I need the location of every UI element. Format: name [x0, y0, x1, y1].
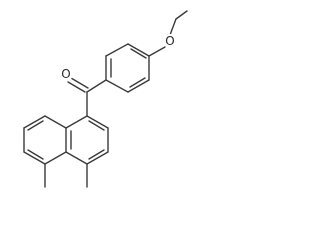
- bond-na-c5-c4a: [44, 151, 67, 165]
- bond-na-c8a-c8: [44, 115, 67, 129]
- bond-ph-6-1: [105, 79, 129, 93]
- bond-na-a-inner-2: [88, 149, 105, 160]
- bond-ph-5-6: [127, 79, 150, 93]
- naphthalene-ring-b: [23, 115, 67, 165]
- bond-na-a-inner-1: [88, 120, 105, 131]
- chemical-structure-diagram: O O: [23, 10, 188, 188]
- bond-na-c8-c7: [23, 115, 46, 129]
- bond-carbonyl-double-1: [67, 81, 86, 93]
- methoxyphenyl-ring: [105, 43, 150, 93]
- carbonyl-group: [67, 77, 107, 117]
- atom-label-carbonyl-oxygen: O: [59, 67, 73, 81]
- bond-ph-inner-b: [130, 48, 147, 59]
- bond-methoxy-o-to-methyl: [175, 10, 188, 20]
- methoxy-group: [148, 10, 188, 57]
- bond-ring-to-methoxy-o: [148, 46, 166, 57]
- methyl-groups: [44, 163, 88, 188]
- bond-na-b-inner-1: [27, 120, 44, 131]
- methoxy-oxygen-symbol: O: [165, 34, 174, 48]
- bond-na-c6-c5: [23, 151, 46, 165]
- bond-na-c8a-c1: [65, 115, 88, 129]
- bond-carbonyl-c-to-phenyl: [86, 79, 107, 93]
- atom-label-methoxy-oxygen: O: [163, 34, 177, 48]
- bond-carbonyl-double-2: [70, 77, 89, 89]
- bond-na-c4-c4a: [65, 151, 88, 165]
- bond-ph-inner-c: [129, 77, 146, 88]
- bond-na-c1-c2: [86, 115, 109, 129]
- bond-ph-2-3: [105, 43, 129, 57]
- naphthalene-ring-a: [65, 115, 109, 165]
- bond-methoxy-o-up: [169, 18, 177, 36]
- carbonyl-oxygen-symbol: O: [61, 67, 70, 81]
- bond-na-c3-c4: [86, 151, 109, 165]
- bond-ph-3-4: [127, 43, 150, 57]
- bond-na-b-inner-2: [27, 149, 44, 160]
